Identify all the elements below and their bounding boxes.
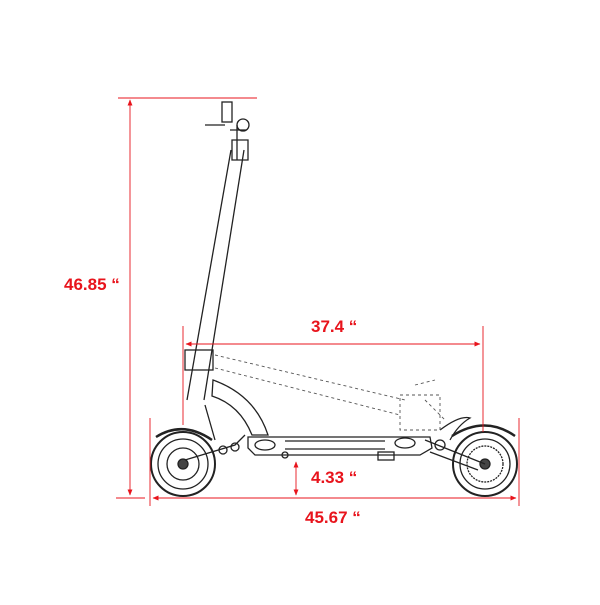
folded-length-label: 37.4 “ (311, 317, 358, 336)
ground-clearance-label: 4.33 “ (311, 468, 358, 487)
front-wheel (150, 428, 216, 497)
dimension-lines (116, 97, 520, 506)
rear-wheel (451, 424, 518, 497)
scooter-outline (150, 101, 518, 497)
deck (247, 436, 433, 461)
length-label: 45.67 “ (305, 508, 361, 527)
stem (184, 101, 250, 401)
height-label: 46.85 “ (64, 275, 120, 294)
folded-stem-ghost (214, 354, 446, 431)
